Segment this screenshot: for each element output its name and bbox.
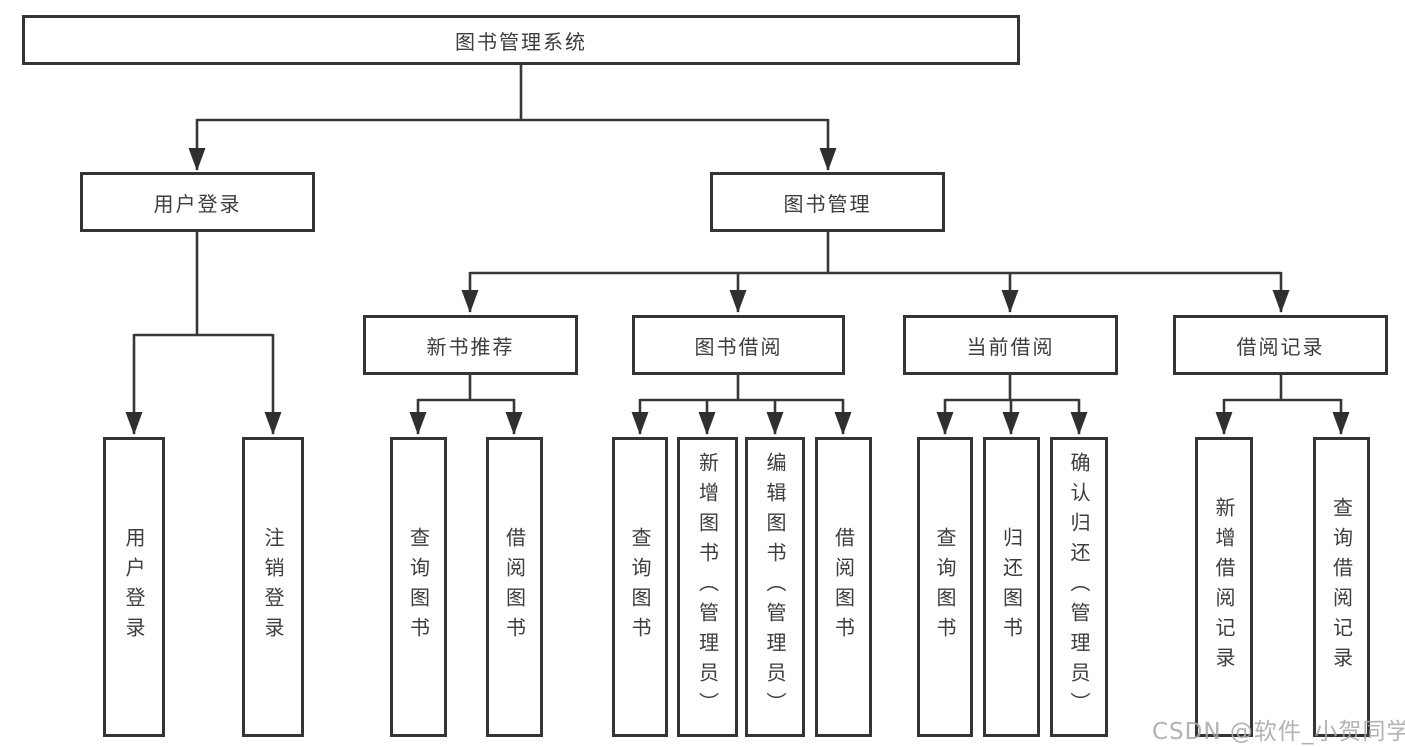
node-borrow-records: 借阅记录 xyxy=(1173,315,1388,375)
connector-current-borrow-children xyxy=(936,375,1088,435)
leaf-br-query-record-label: 查询借阅记录 xyxy=(1329,497,1354,677)
node-book-management: 图书管理 xyxy=(710,172,945,232)
node-current-borrow: 当前借阅 xyxy=(903,315,1118,375)
node-book-borrow: 图书借阅 xyxy=(632,315,845,375)
leaf-cb-query-books: 查询图书 xyxy=(917,437,973,737)
node-borrow-records-label: 借阅记录 xyxy=(1236,334,1325,359)
node-current-borrow-label: 当前借阅 xyxy=(966,334,1055,359)
connector-borrow-records-children xyxy=(1215,375,1350,435)
leaf-logout-label: 注销登录 xyxy=(261,527,285,647)
csdn-watermark: CSDN @软件_小贺同学 xyxy=(1152,719,1405,745)
node-book-management-label: 图书管理 xyxy=(783,191,872,216)
leaf-bb-borrow-books-label: 借阅图书 xyxy=(831,527,856,647)
leaf-cb-return-books: 归还图书 xyxy=(983,437,1040,737)
node-root: 图书管理系统 xyxy=(22,15,1020,65)
leaf-user-login-label: 用户登录 xyxy=(122,527,146,647)
node-root-label: 图书管理系统 xyxy=(455,29,587,54)
leaf-bb-add-books-admin-label: 新增图书（管理员） xyxy=(695,452,720,722)
leaf-br-add-record: 新增借阅记录 xyxy=(1195,437,1253,737)
node-new-book-recommend: 新书推荐 xyxy=(363,315,578,375)
node-user-login: 用户登录 xyxy=(80,172,315,232)
leaf-bb-edit-books-admin-label: 编辑图书（管理员） xyxy=(763,452,787,722)
leaf-nb-query-books: 查询图书 xyxy=(390,437,447,737)
connector-user-login-children xyxy=(125,232,282,435)
node-book-borrow-label: 图书借阅 xyxy=(694,334,783,359)
leaf-bb-add-books-admin: 新增图书（管理员） xyxy=(677,437,738,737)
node-user-login-label: 用户登录 xyxy=(153,191,242,216)
connector-book-management-children xyxy=(461,232,1290,313)
leaf-nb-query-books-label: 查询图书 xyxy=(406,527,431,647)
leaf-cb-confirm-return-admin-label: 确认归还（管理员） xyxy=(1067,452,1091,722)
leaf-cb-return-books-label: 归还图书 xyxy=(999,527,1024,647)
leaf-nb-borrow-books: 借阅图书 xyxy=(486,437,543,737)
leaf-bb-query-books: 查询图书 xyxy=(612,437,668,737)
leaf-bb-query-books-label: 查询图书 xyxy=(628,527,652,647)
leaf-br-add-record-label: 新增借阅记录 xyxy=(1212,497,1236,677)
leaf-bb-borrow-books: 借阅图书 xyxy=(815,437,872,737)
node-new-book-recommend-label: 新书推荐 xyxy=(426,334,515,359)
leaf-cb-query-books-label: 查询图书 xyxy=(933,527,957,647)
leaf-user-login: 用户登录 xyxy=(103,437,165,737)
leaf-bb-edit-books-admin: 编辑图书（管理员） xyxy=(745,437,805,737)
leaf-nb-borrow-books-label: 借阅图书 xyxy=(502,527,527,647)
connector-book-borrow-children xyxy=(631,375,852,435)
leaf-br-query-record: 查询借阅记录 xyxy=(1313,437,1370,737)
connector-new-book-children xyxy=(409,375,523,435)
leaf-cb-confirm-return-admin: 确认归还（管理员） xyxy=(1050,437,1108,737)
connector-root-to-level2 xyxy=(188,65,837,171)
leaf-logout: 注销登录 xyxy=(242,437,304,737)
